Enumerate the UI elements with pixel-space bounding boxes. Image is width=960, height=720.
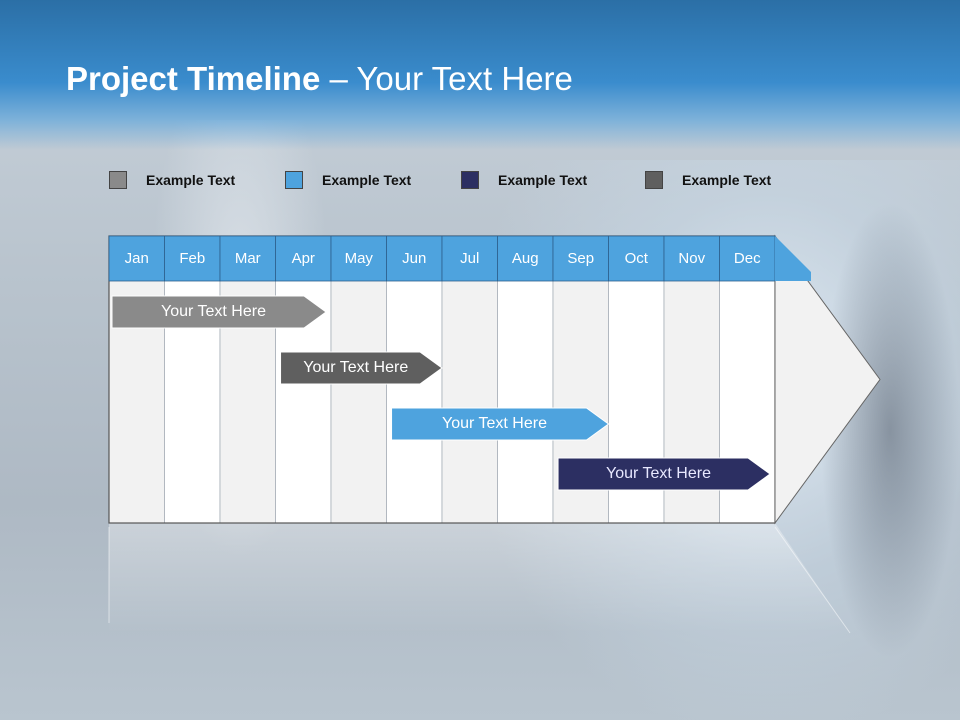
title-bold: Project Timeline xyxy=(66,60,321,97)
header-arrow-extension xyxy=(775,236,811,281)
title-bar xyxy=(0,0,960,150)
month-header-feb xyxy=(164,235,221,282)
month-label-jul: Jul xyxy=(460,250,480,267)
legend-swatch xyxy=(109,171,127,189)
month-header-apr xyxy=(275,235,332,282)
timeline-reflection xyxy=(108,523,851,634)
task-bar-1 xyxy=(111,295,327,329)
month-header-jan xyxy=(108,235,165,282)
task-bars xyxy=(111,295,771,491)
task-bar-2 xyxy=(280,351,443,385)
month-header-sep xyxy=(552,235,609,282)
reflection-shape xyxy=(109,523,850,633)
legend-swatch xyxy=(285,171,303,189)
task-bar-4 xyxy=(557,457,771,491)
legend-swatch xyxy=(645,171,663,189)
legend-label: Example Text xyxy=(682,172,772,188)
month-header-oct xyxy=(608,235,665,282)
title-rest: – Your Text Here xyxy=(320,60,573,97)
month-column-mar xyxy=(219,235,276,524)
month-header-row xyxy=(108,235,811,282)
month-label-mar: Mar xyxy=(234,250,261,267)
month-column-aug xyxy=(497,235,554,524)
month-header-may xyxy=(330,235,387,282)
legend-swatch xyxy=(461,171,479,189)
task-label-3: Your Text Here xyxy=(442,415,547,432)
month-label-feb: Feb xyxy=(179,250,206,267)
month-label-apr: Apr xyxy=(291,250,315,267)
reflection-edge xyxy=(774,526,851,634)
month-label-jan: Jan xyxy=(124,250,149,267)
month-label-sep: Sep xyxy=(567,250,595,267)
task-label-2: Your Text Here xyxy=(303,359,409,376)
month-columns xyxy=(108,235,776,524)
legend-label: Example Text xyxy=(322,172,412,188)
month-label-dec: Dec xyxy=(733,250,761,267)
month-column-jan xyxy=(108,235,165,524)
legend-label: Example Text xyxy=(498,172,588,188)
month-label-may: May xyxy=(344,250,373,267)
month-label-jun: Jun xyxy=(402,250,427,267)
timeline-arrowhead xyxy=(774,234,881,525)
month-label-aug: Aug xyxy=(511,250,539,267)
legend-label: Example Text xyxy=(146,172,236,188)
month-label-oct: Oct xyxy=(624,250,648,267)
task-bar-3 xyxy=(391,407,610,441)
task-label-1: Your Text Here xyxy=(161,303,266,320)
task-label-4: Your Text Here xyxy=(606,465,711,482)
month-header-mar xyxy=(219,235,276,282)
month-header-dec xyxy=(719,235,776,282)
page-title: Project Timeline – Your Text Here xyxy=(66,60,573,98)
month-header-aug xyxy=(497,235,554,282)
month-label-nov: Nov xyxy=(678,250,706,267)
arrowhead-shape xyxy=(774,234,881,525)
